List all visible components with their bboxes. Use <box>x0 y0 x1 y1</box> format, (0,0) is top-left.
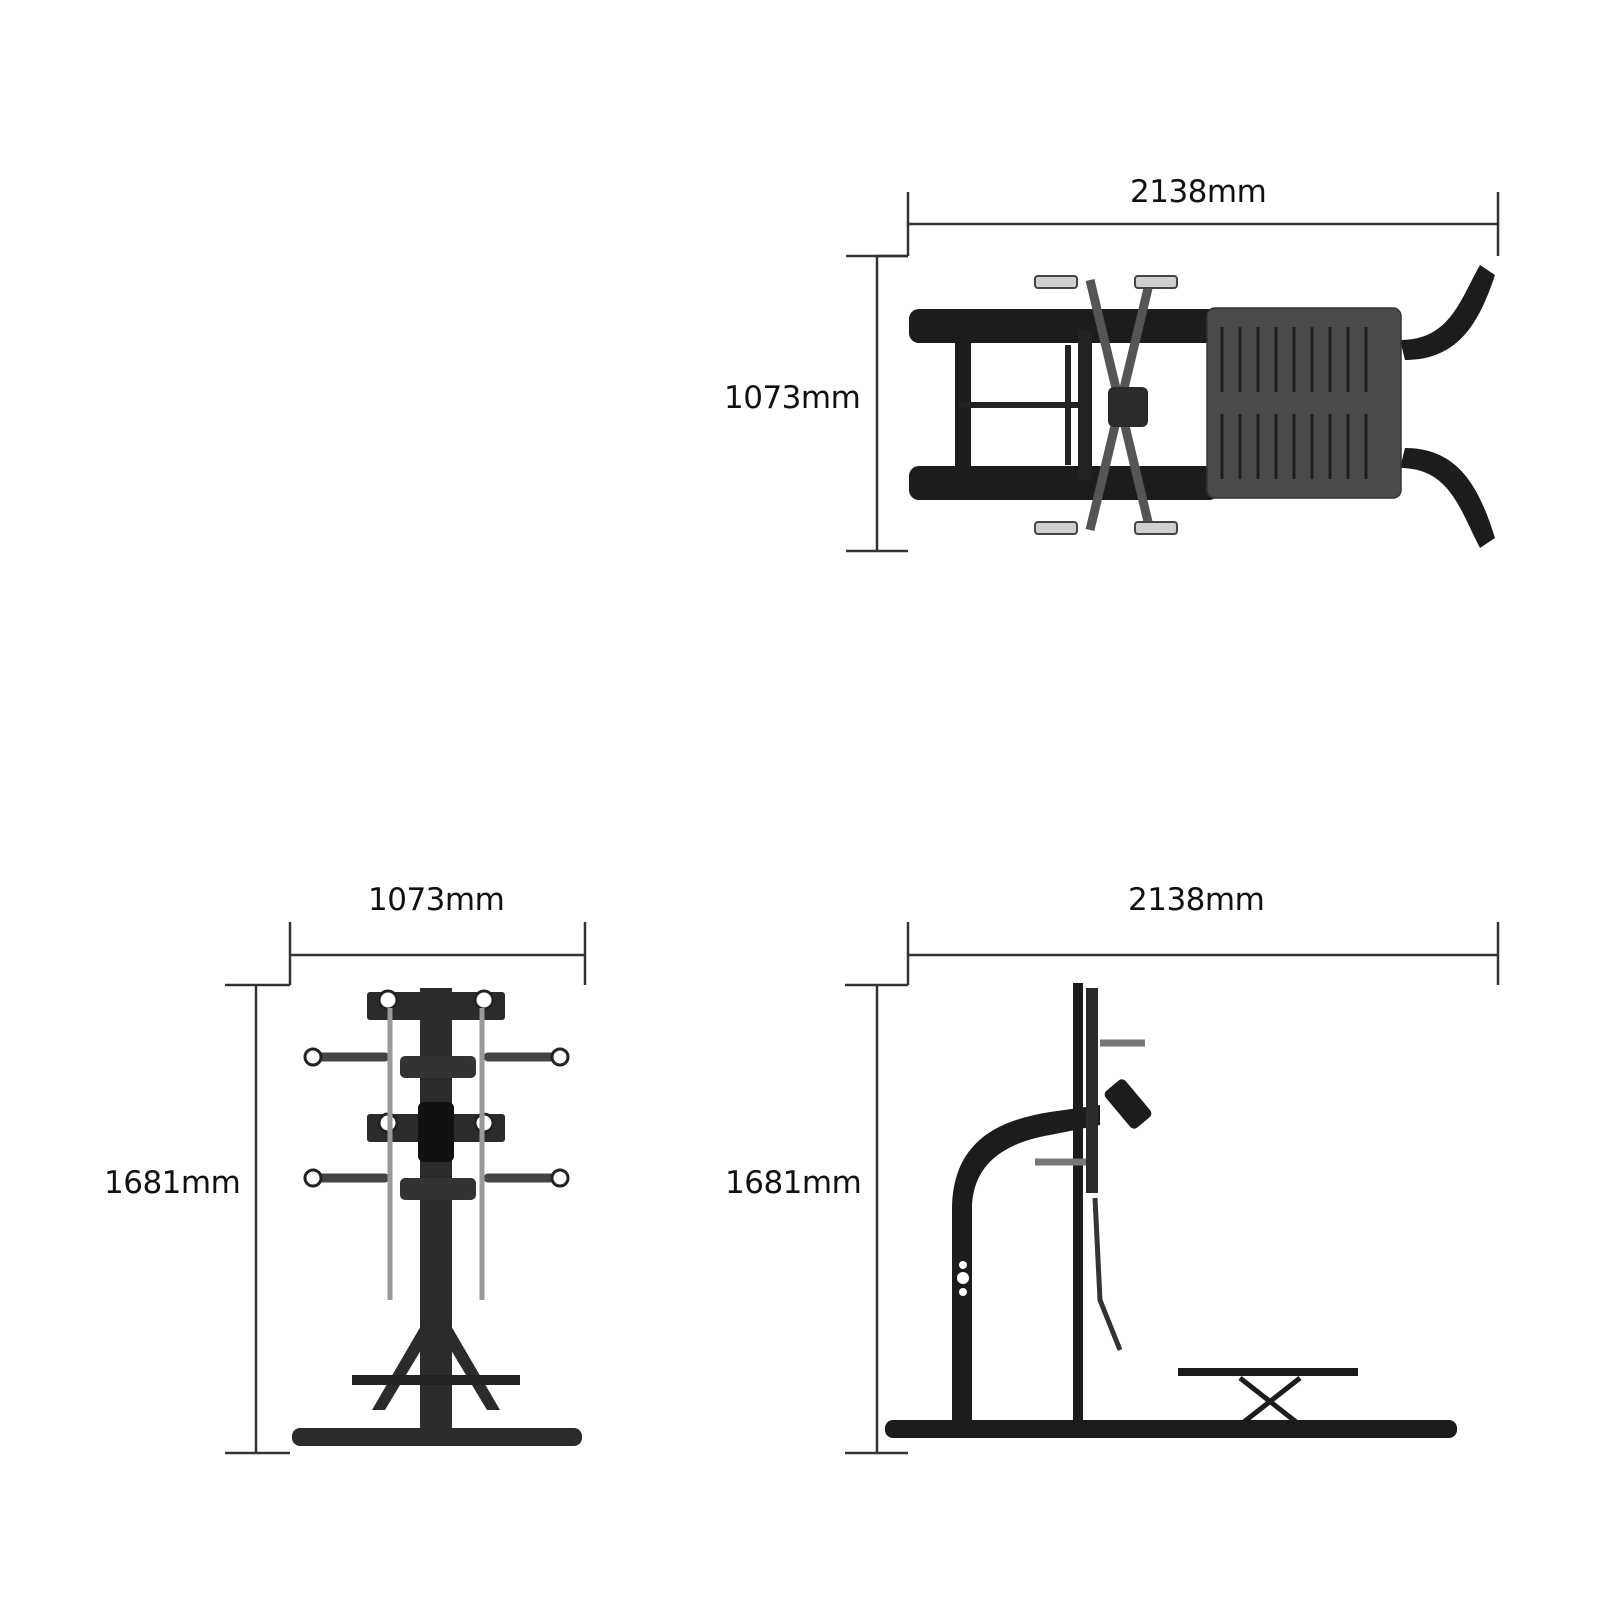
side-foot-platform <box>1178 1368 1358 1427</box>
top-view-depth-label: 1073mm <box>724 380 861 416</box>
front-view-width-label: 1073mm <box>368 882 505 918</box>
top-crossbar <box>958 330 1092 480</box>
front-top-bar <box>367 992 505 1020</box>
top-view-length-label: 2138mm <box>1130 174 1267 210</box>
side-straight-upright <box>1073 983 1083 1438</box>
front-base <box>292 1428 582 1446</box>
side-view-dimension-lines <box>845 922 1500 1455</box>
side-base-rail <box>885 1420 1457 1438</box>
top-view: 2138mm 1073mm <box>0 0 1600 600</box>
front-back-pad <box>418 1102 454 1162</box>
front-view-drawing <box>225 922 587 1455</box>
front-view-dimension-lines <box>225 922 587 1455</box>
top-plate-horns <box>1034 275 1178 535</box>
side-curved-upright <box>952 1105 1100 1435</box>
top-view-dimension-lines <box>846 192 1500 553</box>
side-view: 2138mm 1681mm <box>700 880 1600 1480</box>
front-view: 1073mm 1681mm <box>0 880 700 1480</box>
top-view-drawing <box>846 192 1500 553</box>
front-a-frame <box>372 1300 500 1410</box>
front-view-height-label: 1681mm <box>104 1165 241 1201</box>
side-view-length-label: 2138mm <box>1128 882 1265 918</box>
front-plate-horns <box>308 1052 565 1183</box>
top-back-pad <box>1108 387 1148 427</box>
side-view-height-label: 1681mm <box>725 1165 862 1201</box>
side-back-pad <box>1104 1079 1152 1129</box>
top-foot-plate <box>1206 307 1402 499</box>
side-view-drawing <box>845 922 1500 1455</box>
